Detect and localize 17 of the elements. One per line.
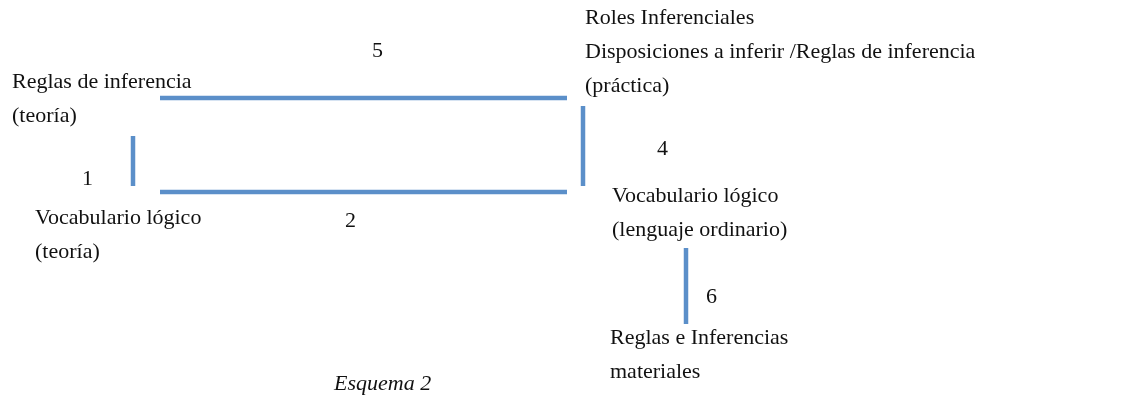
node-text: Vocabulario lógico (teoría): [35, 203, 203, 265]
heading-text: Roles Inferenciales: [585, 3, 756, 31]
edge-label: 2: [345, 208, 356, 232]
connector-line: [130, 136, 136, 186]
node-text: Reglas de inferencia (teoría): [12, 67, 193, 129]
connector-line: [683, 248, 689, 324]
edge-label: 4: [657, 136, 668, 160]
connector-line: [580, 106, 586, 186]
node-text: Vocabulario lógico (lenguaje ordinario): [612, 181, 789, 243]
edge-label: 1: [82, 166, 93, 190]
node-text: Disposiciones a inferir /Reglas de inferencia (práctica): [585, 37, 977, 99]
edge-label: 5: [372, 38, 383, 62]
connector-line: [160, 95, 567, 101]
caption: Esquema 2: [334, 370, 432, 396]
node-text: Reglas e Inferencias materiales: [610, 323, 790, 385]
edge-label: 6: [706, 284, 717, 308]
connector-line: [160, 189, 567, 195]
